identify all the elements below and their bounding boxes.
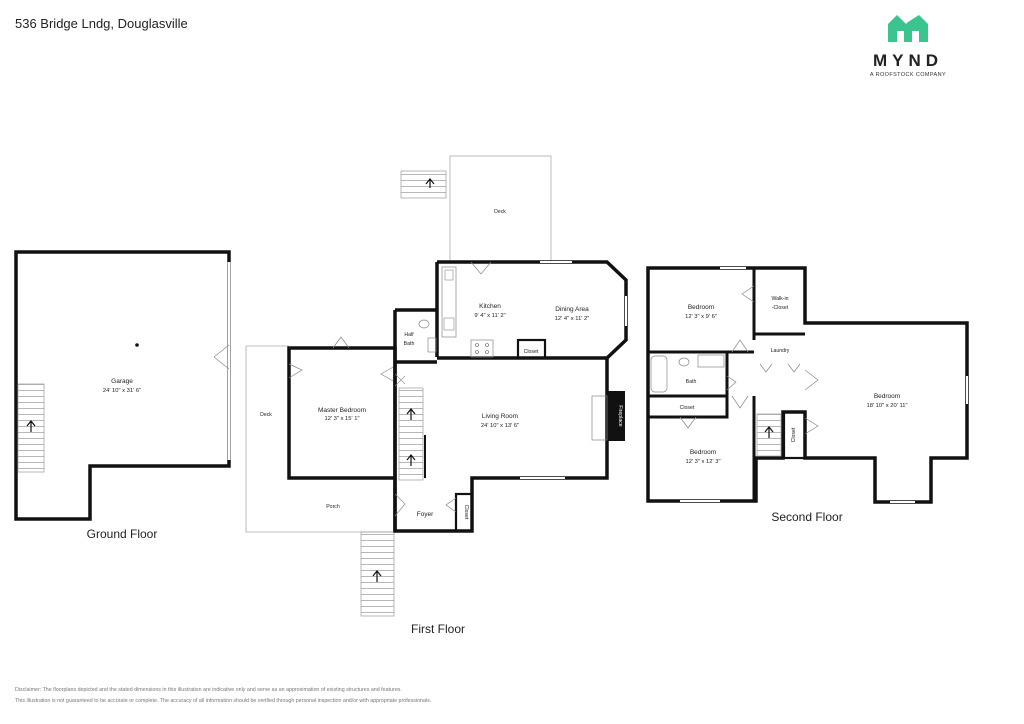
closet-vertical-walls	[782, 410, 807, 460]
deck-stairs	[400, 170, 447, 199]
bedroom-b-label: Bedroom	[690, 449, 716, 456]
porch-label: Porch	[326, 504, 340, 510]
disclaimer-line-1: Disclaimer: The floorplans depicted and …	[15, 687, 402, 693]
brand-name: MYND	[872, 51, 944, 70]
fireplace-label: Fireplace	[617, 405, 623, 426]
living-room-walls	[393, 358, 609, 533]
garage-door-icon	[213, 344, 230, 370]
second-floor-walls	[646, 266, 969, 504]
kitchen-counter	[441, 266, 457, 338]
bathtub-icon	[650, 355, 668, 393]
toilet-icon	[418, 319, 430, 329]
second-floor-label: Second Floor	[771, 510, 842, 524]
door-icon	[804, 369, 819, 391]
interior-stairs	[398, 387, 424, 481]
living-room-dimensions: 24' 10" x 13' 6"	[481, 423, 519, 429]
stairs-up-arrow-icon	[406, 454, 416, 466]
kitchen-closet-label: Closet	[524, 349, 539, 355]
garage-dimensions: 24' 10" x 31' 6"	[103, 388, 141, 394]
foyer-label: Foyer	[417, 511, 434, 518]
foyer-closet-walls	[454, 492, 474, 533]
garage-walls	[14, 250, 231, 521]
living-room-label: Living Room	[482, 413, 518, 420]
bedroom-c-dimensions: 18' 10" x 20' 11"	[866, 403, 907, 409]
master-bedroom-dimensions: 12' 3" x 15' 1"	[324, 416, 359, 422]
bath-walls	[646, 352, 729, 398]
kitchen-label: Kitchen	[479, 303, 501, 310]
ground-floor-label: Ground Floor	[87, 527, 158, 541]
door-icon	[804, 417, 819, 435]
door-icon	[394, 493, 406, 517]
stairs-up-arrow-icon	[406, 408, 416, 420]
brand-tagline: A ROOFSTOCK COMPANY	[869, 72, 947, 78]
bedroom-b-dimensions: 12' 3" x 12' 3"	[685, 459, 720, 465]
door-icon	[394, 373, 406, 387]
dining-area-label: Dining Area	[555, 306, 589, 313]
door-icon	[332, 336, 350, 349]
deck-side-label: Deck	[260, 412, 272, 418]
vanity-icon	[697, 354, 725, 368]
dining-area-dimensions: 12' 4" x 11' 2"	[555, 316, 590, 322]
door-icon	[759, 363, 801, 373]
first-floor-label: First Floor	[411, 622, 465, 636]
door-icon	[741, 285, 755, 303]
closet-vertical-label: Closet	[791, 427, 797, 442]
deck-side	[245, 345, 395, 533]
bedroom-c-label: Bedroom	[874, 393, 900, 400]
door-icon	[470, 261, 492, 275]
deck-top-label: Deck	[494, 209, 506, 215]
laundry-label: Laundry	[771, 348, 790, 354]
bedroom-a-label: Bedroom	[688, 304, 714, 311]
disclaimer-line-2: This illustration is not guaranteed to b…	[15, 698, 432, 704]
garage-post-icon	[135, 343, 139, 347]
door-icon	[445, 497, 457, 513]
sink-icon	[443, 317, 455, 331]
kitchen-dimensions: 9' 4" x 11' 2"	[474, 313, 505, 319]
master-bedroom-label: Master Bedroom	[318, 407, 366, 414]
bath-label: Bath	[686, 379, 697, 385]
half-bath-walls	[393, 308, 437, 362]
walk-in-closet-label: Walk-in	[771, 296, 788, 302]
door-icon	[726, 375, 737, 391]
second-floor: Bedroom 12' 3" x 9' 6" Walk-in -Closet L…	[646, 266, 969, 524]
door-icon	[288, 363, 303, 379]
half-bath-label: Half	[404, 332, 414, 338]
closet-upper-walls	[648, 396, 729, 419]
walk-in-closet-label-line2: -Closet	[772, 305, 789, 311]
bedroom-a-dimensions: 12' 3" x 9' 6"	[685, 314, 717, 320]
door-icon	[679, 416, 697, 429]
door-icon	[731, 339, 749, 353]
stairs-up-arrow-icon	[425, 178, 435, 188]
ground-floor: Garage 24' 10" x 31' 6" Ground Floor	[14, 250, 231, 541]
door-icon	[380, 365, 396, 383]
stairs-up-arrow-icon	[26, 420, 36, 432]
stairs-up-arrow-icon	[764, 426, 774, 438]
door-icon	[731, 395, 749, 409]
garage-label: Garage	[111, 378, 133, 385]
stove-icon	[470, 339, 494, 358]
sink-icon	[427, 337, 437, 353]
property-address: 536 Bridge Lndg, Douglasville	[15, 16, 188, 31]
house-logo-icon	[888, 15, 928, 42]
brand-logo: MYND A ROOFSTOCK COMPANY	[862, 12, 954, 78]
fridge-icon	[444, 269, 454, 281]
fireplace	[608, 391, 625, 441]
toilet-icon	[678, 357, 690, 367]
half-bath-label-line2: Bath	[404, 341, 415, 347]
stairs-up-arrow-icon	[372, 570, 382, 582]
closet-upper-label: Closet	[680, 405, 695, 411]
kitchen-dining-walls	[435, 260, 628, 360]
kitchen-closet-walls	[516, 338, 547, 360]
first-floor: Deck Deck Porch Master Bedroom 12' 3" x …	[245, 155, 628, 636]
hearth	[591, 395, 608, 441]
foyer-closet-label: Closet	[463, 505, 469, 520]
